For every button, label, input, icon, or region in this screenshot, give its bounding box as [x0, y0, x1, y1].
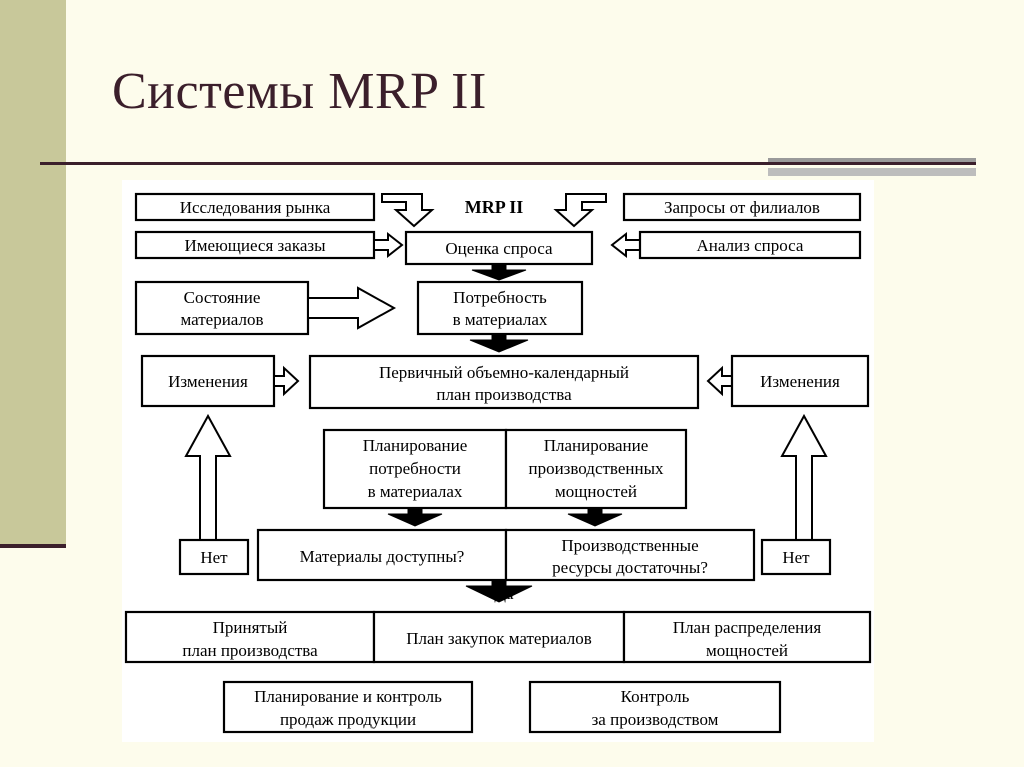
box-master-plan [308, 354, 700, 410]
label-no-left: Нет [200, 548, 228, 567]
label-master-plan-2: план производства [436, 385, 572, 404]
box-changes-left [140, 354, 276, 408]
box-materials-available [256, 528, 508, 582]
arrow-estimate-down [471, 263, 527, 281]
label-market-research: Исследования рынка [180, 198, 331, 217]
box-accepted-plan [124, 610, 376, 664]
box-resources-sufficient [504, 528, 756, 582]
arrow-up-right [780, 413, 828, 561]
label-demand-analysis: Анализ спроса [697, 236, 804, 255]
box-materials-state [134, 280, 310, 336]
label-sales-control-2: продаж продукции [280, 710, 416, 729]
title-rule-accent [768, 158, 976, 164]
arrow-need-down [469, 333, 529, 353]
mrp-diagram: Исследования рынка MRP II Запросы от фил… [122, 180, 874, 742]
box-branch-requests [622, 192, 862, 222]
label-production-control-2: за производством [592, 710, 719, 729]
label-materials-need-2: в материалах [453, 310, 548, 329]
arrow-state-right [307, 286, 397, 330]
label-resources-sufficient-1: Производственные [561, 536, 698, 555]
mrp-diagram-svg: Исследования рынка MRP II Запросы от фил… [124, 192, 872, 734]
arrow-orders-right [373, 231, 404, 259]
box-production-control [528, 680, 782, 734]
box-sales-control [222, 680, 474, 734]
arrow-analysis-left [610, 231, 641, 259]
label-purchase-plan: План закупок материалов [406, 629, 592, 648]
box-capacity-distribution [622, 610, 872, 664]
label-yes: Да [494, 584, 514, 603]
arrow-up-left [184, 413, 232, 561]
box-market-research [134, 192, 376, 222]
title-rule [40, 162, 976, 165]
label-capacity-distribution-1: План распределения [673, 618, 822, 637]
arrow-yes-down [465, 579, 533, 603]
label-materials-planning-1: Планирование [363, 436, 468, 455]
diagram-header: MRP II [465, 197, 524, 217]
arrow-changes-right-left [706, 365, 733, 397]
box-capacity-planning [504, 428, 688, 510]
slide-title: Системы MRP II [112, 63, 487, 120]
arrow-bent-left [381, 193, 435, 228]
label-changes-left: Изменения [168, 372, 248, 391]
box-demand-analysis [638, 230, 862, 260]
box-changes-right [730, 354, 870, 408]
arrow-cap-planning-down [567, 507, 623, 527]
box-materials-need [416, 280, 584, 336]
arrow-bent-right [553, 193, 607, 228]
arrow-mat-planning-down [387, 507, 443, 527]
label-sales-control-1: Планирование и контроль [254, 687, 442, 706]
label-no-right: Нет [782, 548, 810, 567]
label-capacity-planning-1: Планирование [544, 436, 649, 455]
side-band-lower [0, 548, 66, 767]
label-materials-planning-2: потребности [369, 459, 461, 478]
side-band-rule [0, 544, 66, 548]
label-accepted-plan-2: план производства [182, 641, 318, 660]
label-master-plan-1: Первичный объемно-календарный [379, 363, 629, 382]
label-materials-available: Материалы доступны? [300, 547, 465, 566]
label-resources-sufficient-2: ресурсы достаточны? [552, 558, 708, 577]
label-materials-state-2: материалов [180, 310, 263, 329]
label-production-control-1: Контроль [621, 687, 690, 706]
label-materials-need-1: Потребность [453, 288, 547, 307]
label-materials-planning-3: в материалах [368, 482, 463, 501]
box-no-left [178, 538, 250, 576]
label-existing-orders: Имеющиеся заказы [185, 236, 327, 255]
label-capacity-planning-2: производственных [528, 459, 664, 478]
label-capacity-distribution-2: мощностей [706, 641, 788, 660]
label-capacity-planning-3: мощностей [555, 482, 637, 501]
box-no-right [760, 538, 832, 576]
label-branch-requests: Запросы от филиалов [664, 198, 820, 217]
title-rule-accent-lower [768, 168, 976, 176]
label-materials-state-1: Состояние [184, 288, 261, 307]
arrow-changes-left-right [273, 365, 300, 397]
box-demand-estimate [404, 230, 594, 266]
side-band [0, 0, 66, 548]
label-changes-right: Изменения [760, 372, 840, 391]
label-accepted-plan-1: Принятый [213, 618, 288, 637]
label-demand-estimate: Оценка спроса [445, 239, 553, 258]
